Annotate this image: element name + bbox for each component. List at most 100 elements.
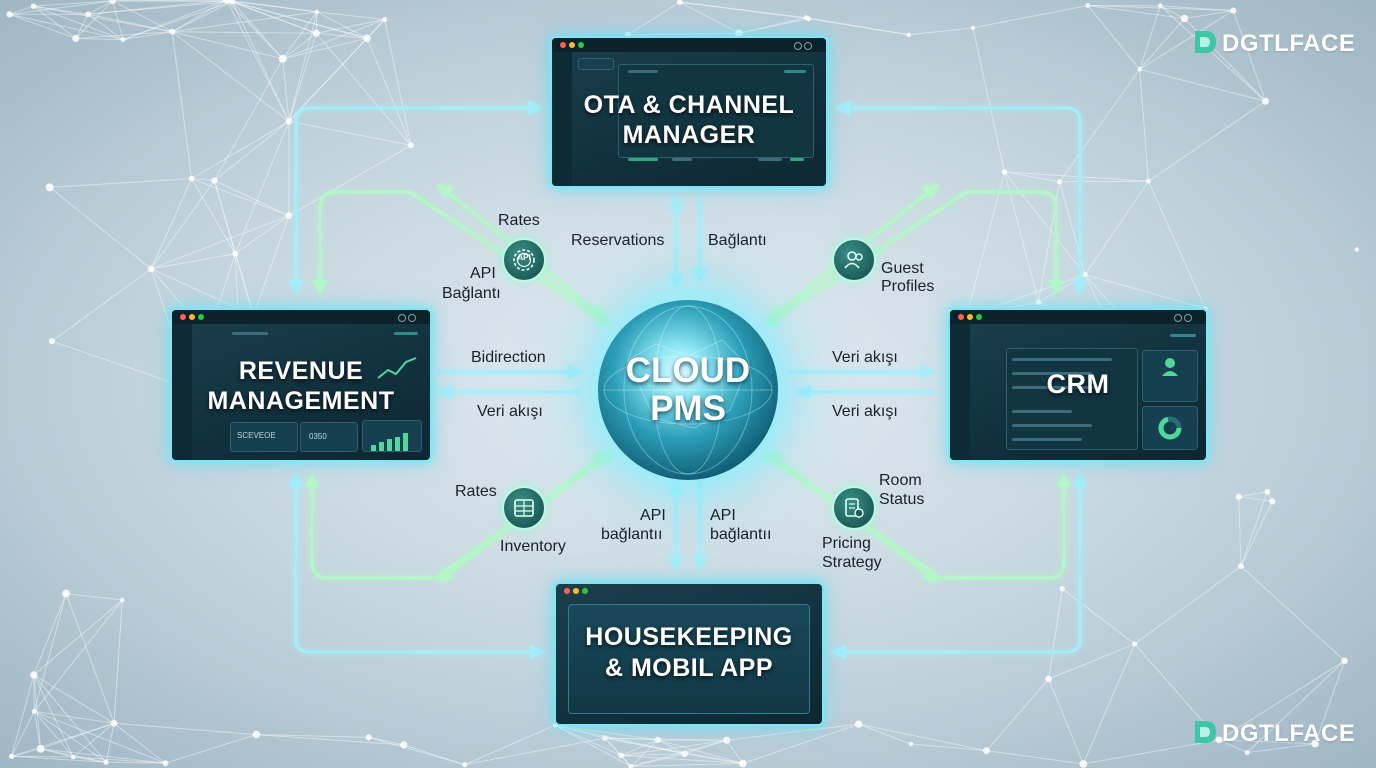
network-node bbox=[382, 16, 388, 23]
network-link bbox=[1083, 739, 1220, 765]
network-link bbox=[726, 739, 744, 764]
revenue-management-panel[interactable]: SCEVEOE 0350 REVENUE MANAGEMENT bbox=[170, 308, 432, 462]
network-link bbox=[33, 5, 173, 33]
placeholder-row bbox=[784, 70, 806, 73]
network-link bbox=[33, 599, 123, 676]
network-link bbox=[282, 11, 318, 60]
cloud-pms-line2: PMS bbox=[650, 389, 726, 428]
network-link bbox=[11, 748, 41, 757]
network-link bbox=[630, 739, 727, 767]
network-link bbox=[679, 1, 807, 19]
network-node bbox=[618, 752, 624, 759]
network-link bbox=[33, 674, 74, 758]
network-link bbox=[33, 5, 77, 39]
network-link bbox=[40, 748, 74, 758]
network-link bbox=[627, 32, 740, 36]
network-link bbox=[171, 0, 227, 33]
mini-card-value-1: SCEVEOE bbox=[237, 431, 276, 440]
network-link bbox=[112, 0, 227, 2]
network-node bbox=[1157, 3, 1163, 9]
crm-title: CRM bbox=[1046, 369, 1110, 399]
network-link bbox=[33, 711, 42, 749]
network-link bbox=[33, 674, 115, 724]
network-link bbox=[1085, 274, 1206, 310]
network-link bbox=[9, 13, 76, 39]
network-node bbox=[30, 671, 38, 679]
network-link bbox=[316, 11, 385, 21]
network-link bbox=[1238, 496, 1273, 502]
loop-ota-to-revenue bbox=[288, 100, 543, 295]
window-control-icon bbox=[398, 314, 406, 322]
network-link bbox=[49, 178, 192, 188]
window-titlebar bbox=[172, 310, 430, 324]
label-reservations: Reservations bbox=[571, 232, 665, 249]
loop-revenue-to-housekeeping bbox=[288, 472, 545, 660]
close-dot-icon bbox=[958, 314, 964, 320]
network-node bbox=[147, 265, 155, 273]
network-node bbox=[676, 0, 683, 6]
network-link bbox=[213, 58, 284, 181]
network-link bbox=[604, 737, 632, 767]
label-pricing-2: Strategy bbox=[822, 554, 882, 571]
network-link bbox=[858, 723, 987, 752]
network-node bbox=[8, 753, 15, 760]
window-control-icon bbox=[804, 42, 812, 50]
network-link bbox=[620, 739, 658, 756]
dgtlface-logo-icon bbox=[1195, 721, 1216, 743]
network-link bbox=[604, 737, 622, 756]
network-link bbox=[554, 724, 622, 756]
network-node bbox=[1237, 563, 1244, 570]
placeholder-row bbox=[1012, 358, 1112, 361]
cloud-pms-line1: CLOUD bbox=[625, 351, 751, 390]
network-link bbox=[1218, 660, 1345, 741]
network-link bbox=[726, 723, 859, 741]
brand-name-top: DGTLFACE bbox=[1222, 30, 1356, 57]
network-link bbox=[464, 724, 556, 766]
network-link bbox=[554, 724, 658, 741]
network-link bbox=[1160, 5, 1185, 19]
housekeeping-title-line2: & MOBIL APP bbox=[604, 654, 773, 682]
network-link bbox=[150, 180, 215, 270]
window-titlebar bbox=[552, 38, 826, 52]
network-link bbox=[112, 0, 233, 2]
network-node bbox=[222, 0, 230, 4]
ota-channel-manager-panel[interactable]: OTA & CHANNEL MANAGER bbox=[550, 36, 828, 188]
loop-green-top-left bbox=[312, 190, 613, 327]
network-link bbox=[213, 180, 254, 316]
network-link bbox=[858, 723, 912, 745]
network-link bbox=[65, 593, 115, 724]
network-node bbox=[462, 762, 468, 768]
network-link bbox=[87, 0, 113, 15]
api-badge-text: API bbox=[517, 253, 531, 262]
inventory-grid-icon bbox=[514, 499, 534, 517]
window-control-icon bbox=[1174, 314, 1182, 322]
placeholder-row bbox=[628, 158, 658, 161]
user-avatar-icon bbox=[1162, 358, 1178, 376]
label-veri-akisi-left: Veri akışı bbox=[477, 403, 543, 420]
network-link bbox=[908, 27, 973, 36]
loop-ota-to-crm bbox=[835, 100, 1088, 295]
loop-crm-to-housekeeping bbox=[831, 472, 1088, 660]
network-link bbox=[171, 31, 290, 122]
network-link bbox=[33, 5, 124, 41]
cloud-pms-orb[interactable]: CLOUD PMS bbox=[598, 300, 778, 480]
inventory-badge bbox=[502, 486, 546, 530]
network-link bbox=[604, 737, 744, 764]
network-link bbox=[73, 756, 166, 764]
network-link bbox=[214, 120, 290, 181]
network-node bbox=[278, 54, 287, 63]
minimize-dot-icon bbox=[573, 588, 579, 594]
housekeeping-mobile-panel[interactable]: HOUSEKEEPING & MOBIL APP bbox=[554, 582, 824, 726]
network-node bbox=[36, 744, 45, 753]
network-link bbox=[231, 1, 284, 60]
maximize-dot-icon bbox=[582, 588, 588, 594]
network-link bbox=[282, 19, 385, 60]
network-node bbox=[62, 589, 71, 598]
window-titlebar bbox=[556, 584, 822, 598]
network-link bbox=[151, 268, 254, 316]
window-titlebar bbox=[950, 310, 1206, 324]
network-link bbox=[33, 593, 67, 712]
crm-panel[interactable]: CRM bbox=[948, 308, 1208, 462]
network-node bbox=[188, 175, 195, 182]
